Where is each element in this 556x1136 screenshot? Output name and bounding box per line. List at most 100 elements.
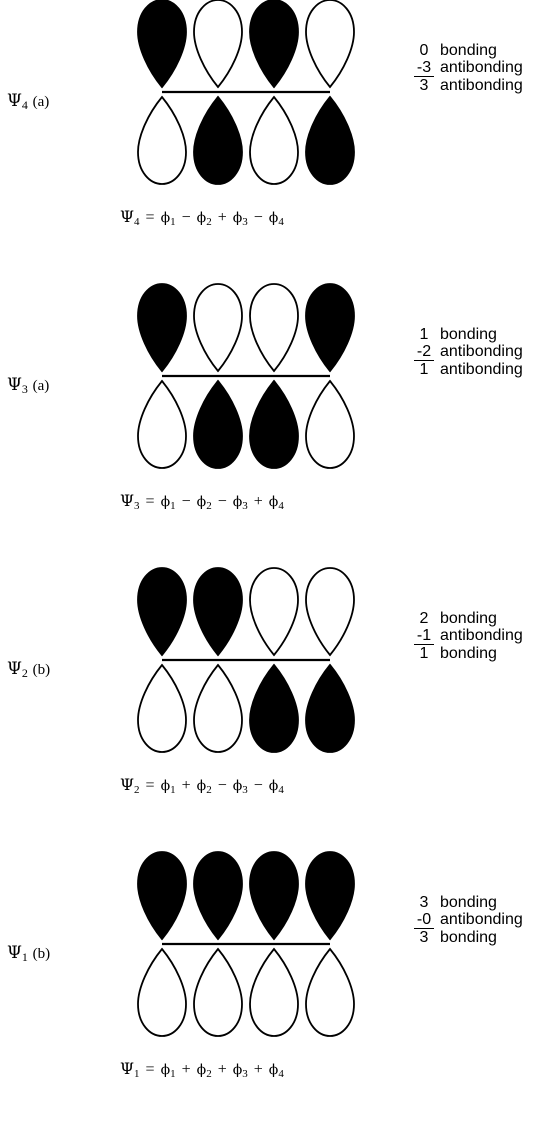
phi-index: 4 bbox=[278, 216, 284, 228]
wavefunction-equation: Ψ2=ϕ1+ϕ2−ϕ3−ϕ4 bbox=[120, 775, 284, 796]
top-lobe bbox=[249, 283, 299, 373]
phi-index: 2 bbox=[206, 784, 212, 796]
phi-symbol: ϕ bbox=[196, 210, 207, 226]
bottom-lobe bbox=[249, 379, 299, 469]
p-orbital-4 bbox=[305, 283, 355, 469]
count-number: 1 bbox=[419, 326, 429, 343]
count-row: -3 antibonding bbox=[414, 59, 523, 77]
p-orbital-4 bbox=[305, 851, 355, 1037]
count-kind: antibonding bbox=[440, 59, 523, 76]
equation-psi: Ψ bbox=[120, 491, 135, 510]
equals-sign: = bbox=[145, 209, 155, 226]
top-lobe bbox=[137, 283, 187, 373]
count-number: -0 bbox=[414, 911, 434, 929]
p-orbital-1 bbox=[137, 0, 187, 185]
count-kind: bonding bbox=[440, 326, 497, 343]
symmetry-label: (b) bbox=[32, 662, 51, 678]
orbital-lobes-drawing bbox=[137, 851, 355, 1037]
top-lobe bbox=[249, 0, 299, 89]
phi-index: 1 bbox=[170, 216, 176, 228]
count-row: 1 bonding bbox=[414, 326, 523, 343]
equals-sign: = bbox=[145, 1061, 155, 1078]
equals-sign: = bbox=[145, 493, 155, 510]
bottom-lobe bbox=[249, 95, 299, 185]
phi-index: 4 bbox=[278, 784, 284, 796]
count-number: -3 bbox=[414, 59, 434, 77]
phi-symbol: ϕ bbox=[196, 778, 207, 794]
equation-psi-index: 2 bbox=[134, 784, 140, 796]
term-sign: − bbox=[253, 209, 263, 226]
bottom-lobe bbox=[137, 379, 187, 469]
count-number: 3 bbox=[419, 894, 429, 911]
count-number: 1 bbox=[419, 645, 429, 662]
orbital-lobes-drawing bbox=[137, 567, 355, 753]
bottom-lobe bbox=[193, 947, 243, 1037]
bottom-lobe bbox=[193, 663, 243, 753]
p-orbital-3 bbox=[249, 851, 299, 1037]
term-sign: + bbox=[217, 1061, 227, 1078]
term-sign: − bbox=[217, 493, 227, 510]
equation-psi: Ψ bbox=[120, 1059, 135, 1078]
phi-symbol: ϕ bbox=[268, 210, 279, 226]
p-orbital-3 bbox=[249, 283, 299, 469]
psi-index: 2 bbox=[21, 666, 28, 680]
count-kind: antibonding bbox=[440, 627, 523, 644]
bottom-lobe bbox=[305, 947, 355, 1037]
p-orbital-4 bbox=[305, 567, 355, 753]
count-number: -1 bbox=[414, 627, 434, 645]
top-lobe bbox=[137, 0, 187, 89]
psi-index: 3 bbox=[21, 382, 28, 396]
p-orbital-2 bbox=[193, 0, 243, 185]
p-orbital-2 bbox=[193, 851, 243, 1037]
top-lobe bbox=[137, 567, 187, 657]
bottom-lobe bbox=[249, 663, 299, 753]
psi-index: 1 bbox=[21, 950, 28, 964]
term-sign: − bbox=[253, 777, 263, 794]
count-kind: bonding bbox=[440, 645, 497, 662]
term-sign: − bbox=[217, 777, 227, 794]
top-lobe bbox=[305, 283, 355, 373]
orbital-label: Ψ3 (a) bbox=[7, 374, 49, 400]
symmetry-label: (a) bbox=[32, 94, 50, 110]
count-kind: antibonding bbox=[440, 361, 523, 378]
term-sign: + bbox=[253, 1061, 263, 1078]
psi-symbol: Ψ bbox=[7, 943, 22, 963]
phi-index: 4 bbox=[278, 1068, 284, 1080]
count-number: 3 bbox=[419, 77, 429, 94]
phi-index: 1 bbox=[170, 500, 176, 512]
bottom-lobe bbox=[249, 947, 299, 1037]
orbital-label: Ψ2 (b) bbox=[7, 658, 50, 684]
phi-symbol: ϕ bbox=[268, 778, 279, 794]
phi-symbol: ϕ bbox=[160, 210, 171, 226]
count-number: 1 bbox=[419, 361, 429, 378]
phi-symbol: ϕ bbox=[196, 494, 207, 510]
top-lobe bbox=[305, 851, 355, 941]
phi-symbol: ϕ bbox=[160, 778, 171, 794]
p-orbital-1 bbox=[137, 283, 187, 469]
count-number: 3 bbox=[419, 929, 429, 946]
bottom-lobe bbox=[193, 379, 243, 469]
equation-psi-index: 3 bbox=[134, 500, 140, 512]
psi-symbol: Ψ bbox=[7, 375, 22, 395]
orbital-lobes-drawing bbox=[137, 0, 355, 185]
bottom-lobe bbox=[305, 379, 355, 469]
p-orbital-2 bbox=[193, 567, 243, 753]
p-orbital-1 bbox=[137, 567, 187, 753]
psi-symbol: Ψ bbox=[7, 91, 22, 111]
phi-index: 3 bbox=[242, 216, 248, 228]
top-lobe bbox=[193, 0, 243, 89]
equation-psi: Ψ bbox=[120, 207, 135, 226]
